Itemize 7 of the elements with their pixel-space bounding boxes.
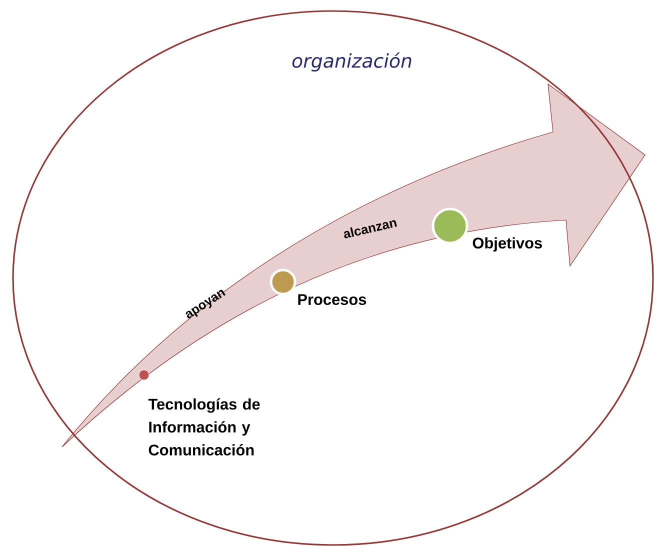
- dot: [138, 370, 150, 380]
- node-label: Tecnologías de Información y Comunicación: [148, 398, 260, 456]
- node-label: Procesos: [298, 294, 366, 305]
- node-label: Objetivos: [472, 237, 542, 252]
- dot: [432, 208, 468, 244]
- arrow-label: alcanzan: [344, 220, 397, 238]
- dot: [270, 268, 296, 296]
